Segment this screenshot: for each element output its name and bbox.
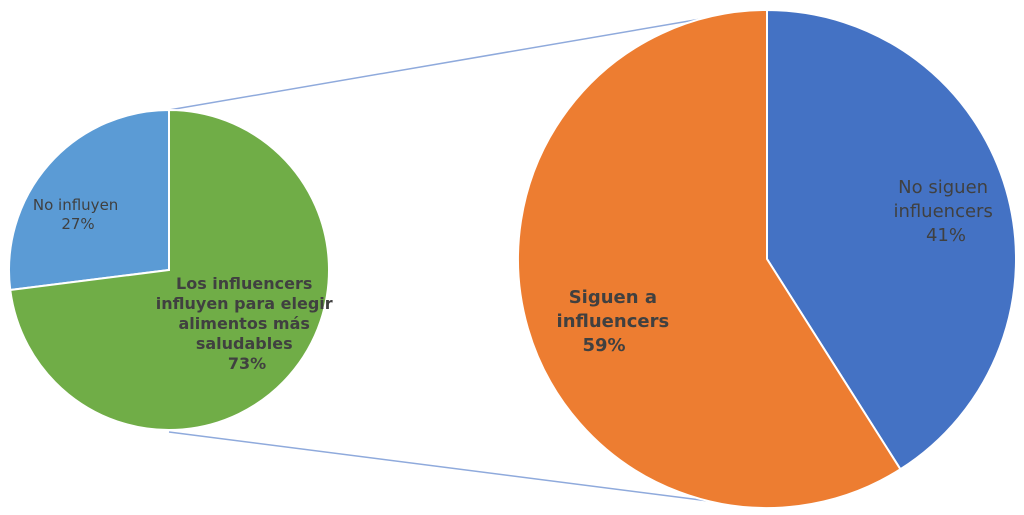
slice-siguen bbox=[517, 8, 902, 509]
connector-line-bottom bbox=[168, 431, 741, 506]
label-no-siguen: No siguen influencers 41% bbox=[893, 177, 998, 246]
label-influyen: Los influencers influyen para elegir ali… bbox=[156, 274, 338, 373]
slice-no-influyen bbox=[8, 108, 170, 292]
label-siguen: Siguen a influencers 59% bbox=[557, 287, 676, 356]
connector-line-top bbox=[168, 13, 731, 111]
slice-influyen bbox=[9, 108, 330, 431]
label-no-influyen: No influyen 27% bbox=[33, 196, 123, 233]
slice-no-siguen bbox=[766, 8, 1017, 471]
